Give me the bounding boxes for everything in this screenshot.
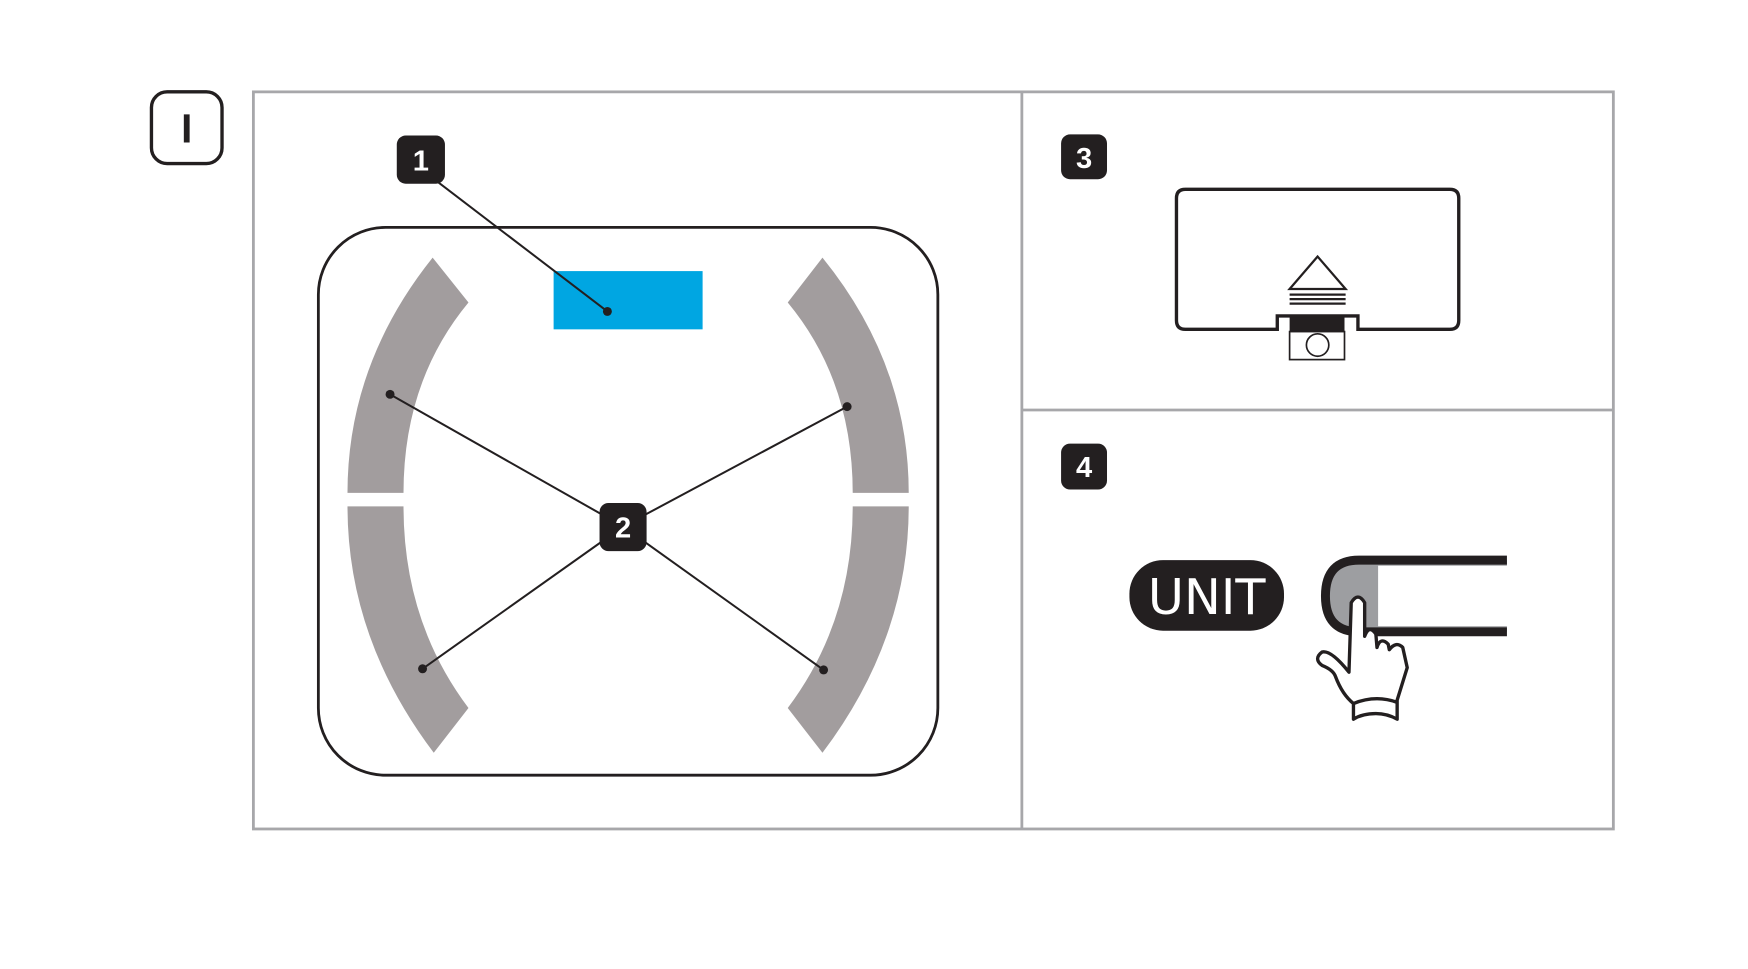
arrow-lines	[1289, 293, 1346, 305]
leader-lines	[389, 180, 848, 671]
callout-badge-2: 2	[599, 502, 647, 552]
scale-body	[316, 226, 940, 777]
callout-badge-4: 4	[1061, 443, 1108, 490]
section-label-text: I	[181, 105, 192, 151]
svg-text:4: 4	[1076, 452, 1093, 484]
scale-top-view: 1 2	[316, 135, 940, 777]
battery-latch	[1289, 317, 1345, 332]
scale-display	[553, 271, 703, 330]
callout-badge-1: 1	[396, 135, 445, 184]
latch-circle-icon	[1305, 332, 1330, 358]
svg-text:3: 3	[1076, 143, 1092, 175]
electrode-top-right	[787, 257, 909, 493]
electrode-bottom-right	[787, 506, 909, 753]
electrode-bottom-left	[347, 506, 469, 753]
leader-dots	[385, 306, 852, 675]
callout-badge-3: 3	[1061, 134, 1108, 180]
latch-tab	[1288, 330, 1346, 361]
unit-button-illustration: 4 UNIT	[1061, 443, 1509, 721]
svg-text:1: 1	[413, 145, 429, 177]
pointing-hand-icon	[1315, 595, 1409, 721]
unit-button-outline	[1320, 555, 1507, 637]
section-label: I	[149, 90, 224, 166]
battery-compartment: 3	[1061, 134, 1461, 361]
svg-text:2: 2	[615, 513, 631, 545]
battery-cover	[1174, 187, 1461, 332]
open-arrow-icon	[1287, 254, 1349, 291]
unit-label: UNIT	[1129, 560, 1285, 631]
panel-frame	[251, 90, 1615, 831]
svg-text:UNIT: UNIT	[1148, 568, 1266, 626]
electrode-top-left	[347, 257, 469, 493]
